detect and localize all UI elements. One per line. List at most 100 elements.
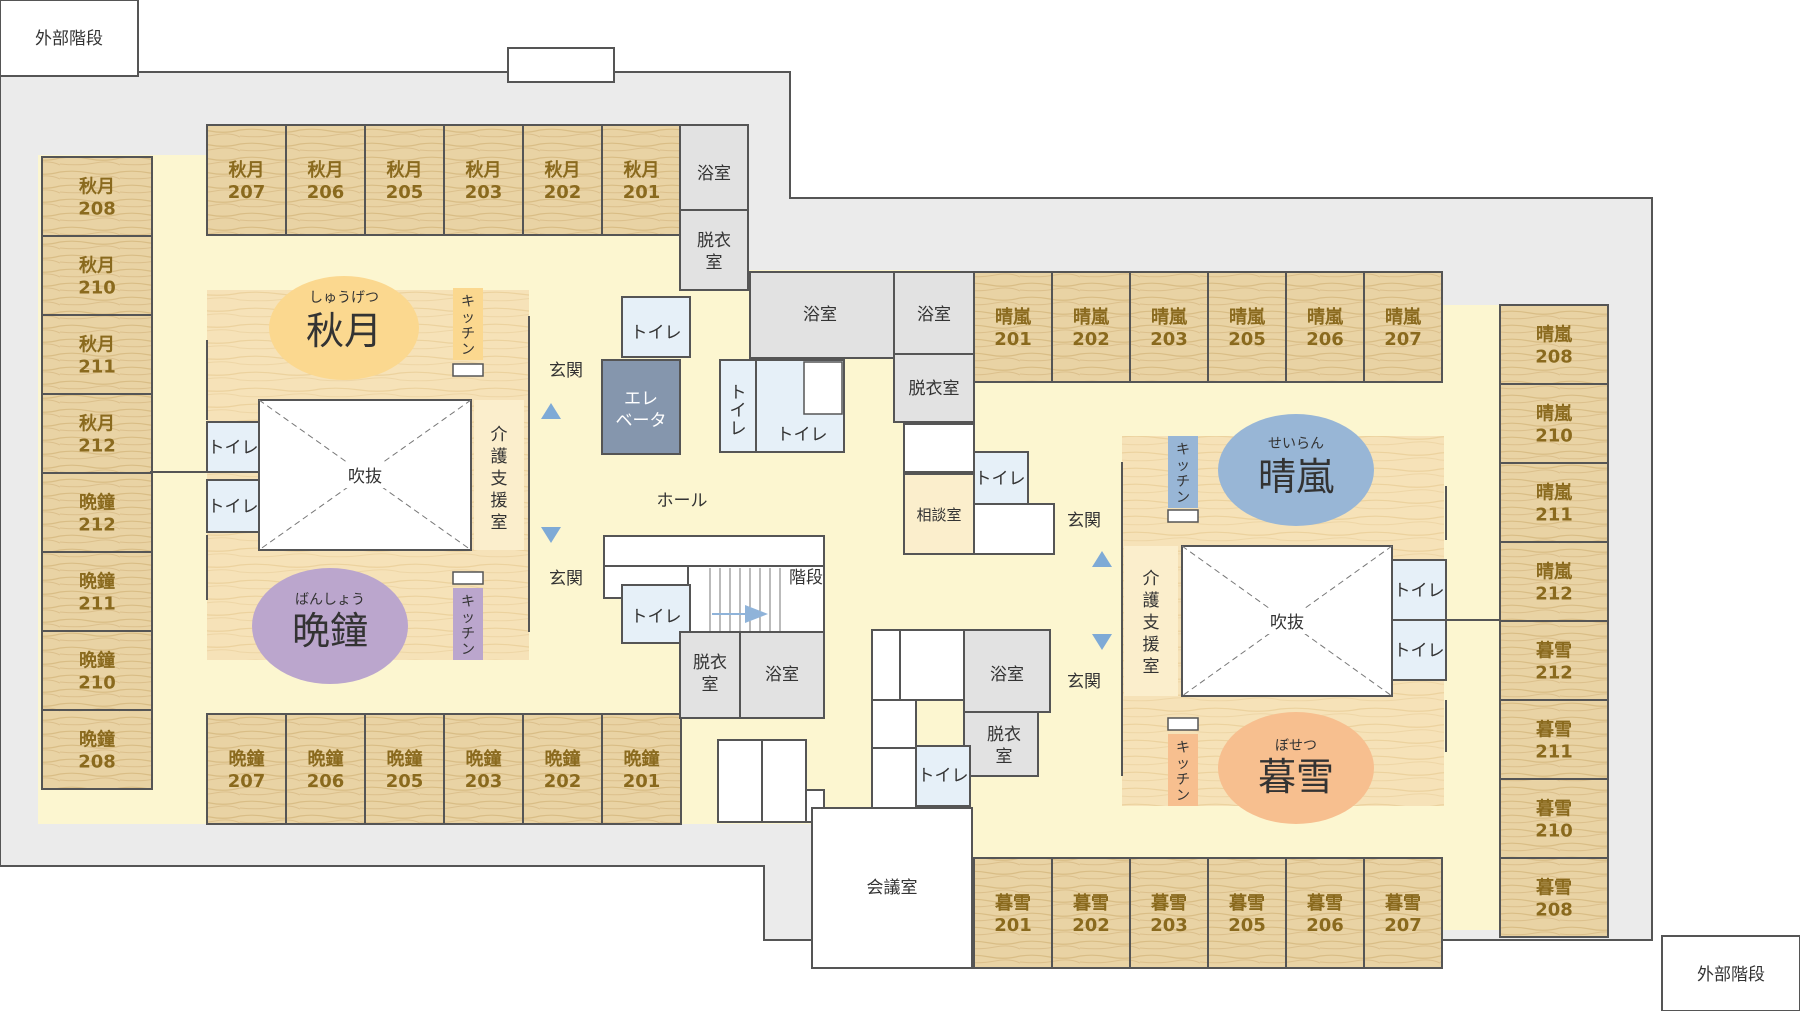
room-number: 201 <box>623 182 661 203</box>
room-name: 晴嵐 <box>1536 561 1573 583</box>
room-name: 秋月 <box>387 159 423 181</box>
room-name: 暮雪 <box>1306 893 1343 914</box>
room-number: 202 <box>1072 915 1110 936</box>
room-name: 晩鐘 <box>545 748 581 770</box>
wall-lines <box>150 316 1500 776</box>
unit-badge-bansho: ばんしょう 晩鐘 <box>252 568 408 684</box>
room-number: 207 <box>228 771 266 792</box>
room-name: 晩鐘 <box>624 748 660 770</box>
room-name: 晩鐘 <box>387 748 423 770</box>
stairs-arrow-icon <box>745 605 768 623</box>
room-name: 秋月 <box>79 413 115 435</box>
toilet-right-bottom: トイレ <box>915 745 971 807</box>
exterior-stairs-left: 外部階段 <box>0 0 139 77</box>
bath-right-top-label: 浴室 <box>917 305 951 325</box>
bath-left-top: 浴室 <box>679 124 749 211</box>
meeting-room: 会議室 <box>811 807 973 969</box>
room-name: 晴嵐 <box>1536 324 1573 346</box>
bath-center-label: 浴室 <box>803 305 837 325</box>
dressing-right-top: 脱衣室 <box>893 353 975 423</box>
room-number: 201 <box>994 329 1032 350</box>
room-name: 晩鐘 <box>79 650 115 672</box>
toilet-right-b-label: トイレ <box>1394 641 1445 661</box>
unit-bansho-name: 晩鐘 <box>292 609 368 653</box>
atrium-right: 吹抜 <box>1181 545 1393 697</box>
room-number: 202 <box>544 771 582 792</box>
room-name: 晩鐘 <box>229 748 265 770</box>
toilet-center-left-label-2: イ <box>730 401 747 421</box>
entrance-right-top-arrow-icon <box>1092 551 1112 567</box>
stairs-block: 階段 <box>603 535 825 635</box>
room-number: 210 <box>1535 426 1573 447</box>
toilet-right-top-label: トイレ <box>975 469 1026 489</box>
atrium-left-label: 吹抜 <box>348 467 382 487</box>
elevator-label-2: ベータ <box>616 411 667 431</box>
room-name: 晴嵐 <box>1536 403 1573 425</box>
entrance-left-top: 玄関 <box>549 361 583 381</box>
kitchen-bansho: キ ッ チ ン <box>452 571 484 660</box>
room-name: 暮雪 <box>1228 893 1265 914</box>
toilets-left: トイレ トイレ <box>206 421 260 533</box>
room-number: 206 <box>1306 329 1344 350</box>
atrium-right-label: 吹抜 <box>1270 613 1304 633</box>
kitchen-bosetsu: キ ッ チ ン <box>1167 717 1199 806</box>
room-number: 207 <box>1384 329 1422 350</box>
storage-left-bottom <box>717 739 825 823</box>
room-number: 203 <box>465 771 503 792</box>
toilet-left-a-label: トイレ <box>208 438 259 458</box>
elevator: エレ ベータ <box>601 359 681 455</box>
bath-right-bottom: 浴室 <box>963 629 1051 713</box>
toilet-center-left-label-1: ト <box>730 383 747 403</box>
room-name: 暮雪 <box>994 893 1031 914</box>
room-number: 203 <box>465 182 503 203</box>
room-name: 暮雪 <box>1535 878 1572 899</box>
toilet-left-bottom-label: トイレ <box>631 607 682 627</box>
room-name: 晴嵐 <box>1536 482 1573 504</box>
room-name: 晴嵐 <box>1307 306 1344 328</box>
care-support-right-label-4: 援 <box>1143 635 1160 655</box>
